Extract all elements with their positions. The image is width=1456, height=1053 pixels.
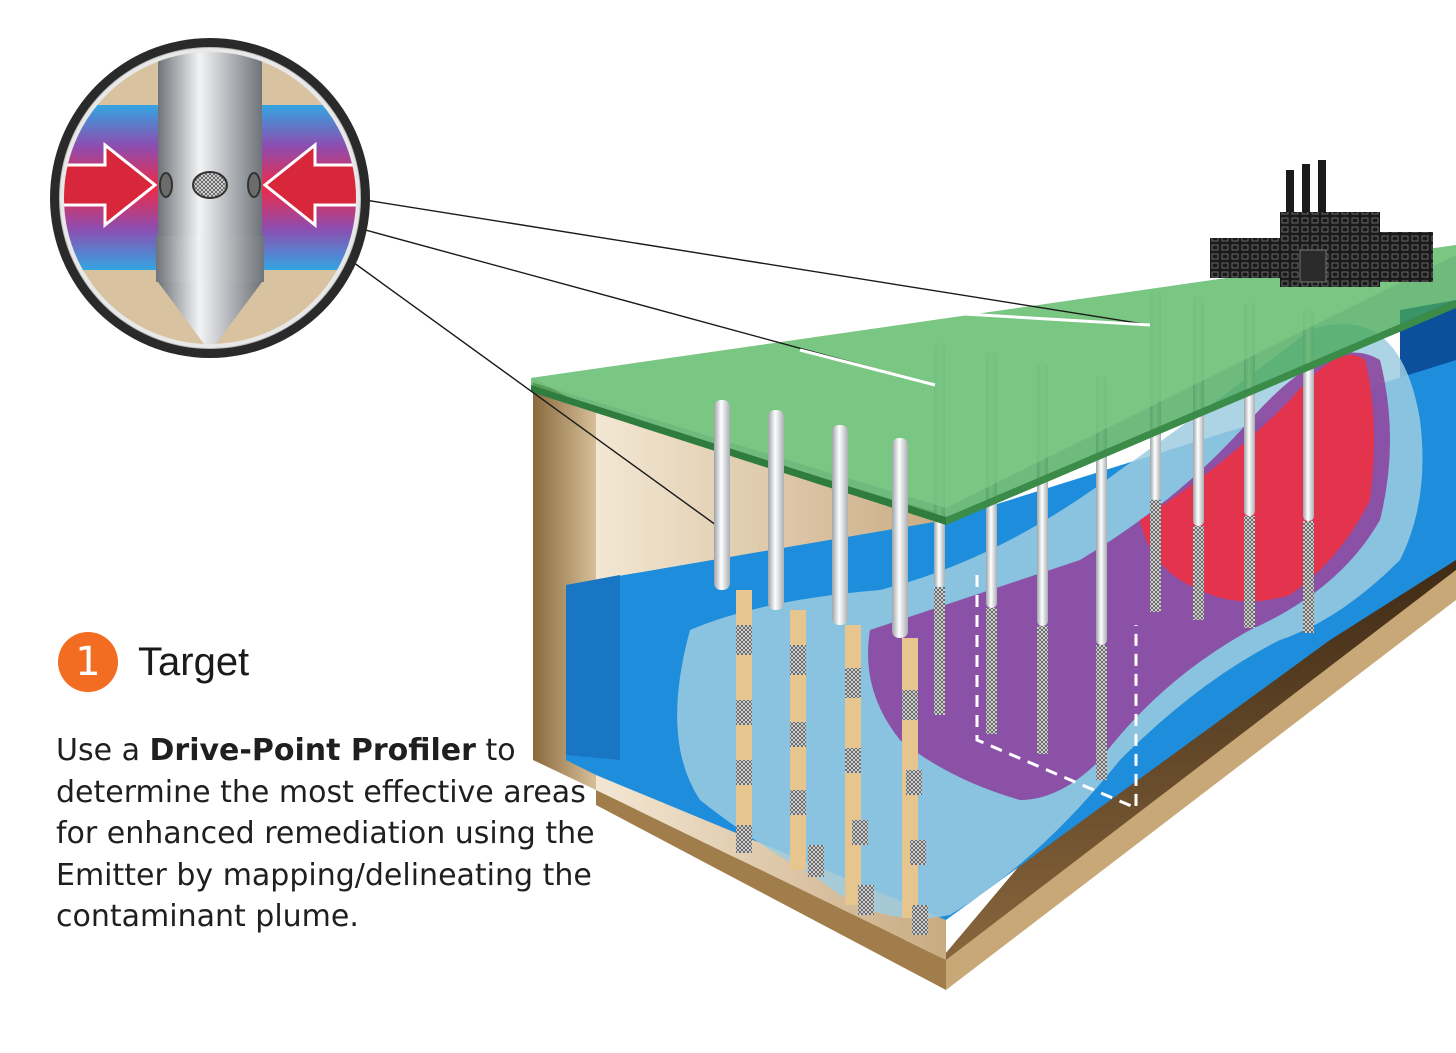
- target-zone-outline: [975, 575, 1138, 811]
- description-suffix: to determine the most effective areas fo…: [56, 733, 595, 934]
- profiler-rods-front: [714, 400, 928, 935]
- description-prefix: Use a: [56, 733, 150, 768]
- magnified-profiler-tip: [50, 38, 370, 358]
- rod: [832, 425, 874, 915]
- rod: [768, 410, 824, 877]
- step-heading: 1 Target: [58, 632, 249, 692]
- callout-lines-highlight: [799, 310, 1151, 387]
- factory-icon: [1210, 160, 1433, 287]
- block-floor: [596, 535, 1456, 982]
- step-title: Target: [138, 639, 250, 684]
- step-description: Use a Drive-Point Profiler to determine …: [56, 730, 596, 938]
- description-emphasis: Drive-Point Profiler: [149, 733, 476, 768]
- step-number-badge: 1: [58, 632, 118, 692]
- rod: [714, 400, 752, 853]
- rod: [892, 438, 928, 935]
